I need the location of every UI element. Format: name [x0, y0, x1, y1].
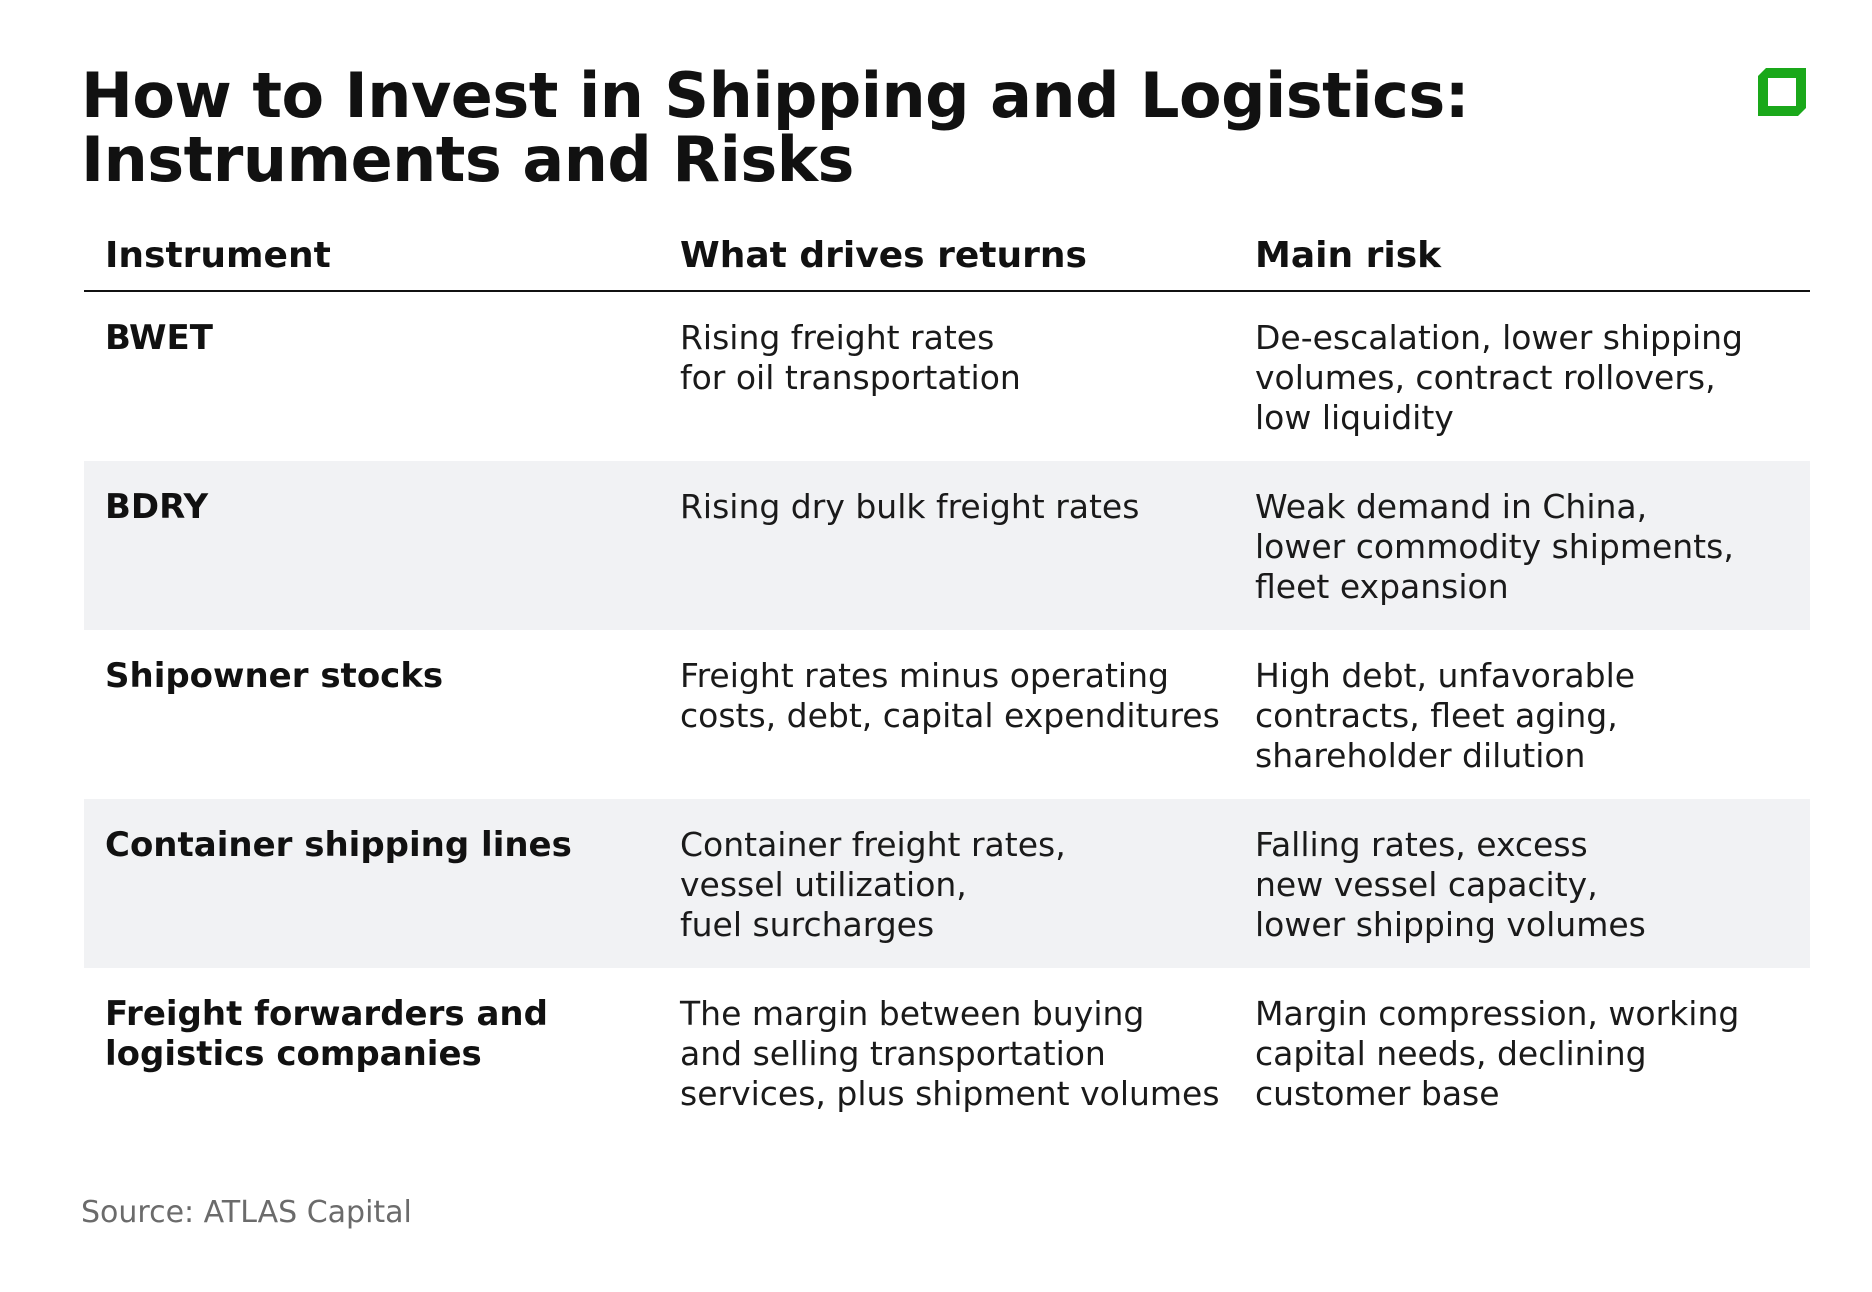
- instrument-cell: BDRY: [105, 487, 209, 527]
- risk-cell: Margin compression, working capital need…: [1255, 994, 1740, 1113]
- table-row: BDRY Rising dry bulk freight rates Weak …: [84, 461, 1810, 630]
- header-instrument: Instrument: [105, 235, 331, 276]
- table-row: Container shipping lines Container freig…: [84, 799, 1810, 968]
- instrument-cell: Freight forwarders and logistics compani…: [105, 994, 548, 1074]
- table-row: Freight forwarders and logistics compani…: [84, 968, 1810, 1137]
- risk-cell: High debt, unfavorable contracts, fleet …: [1255, 656, 1636, 775]
- risk-cell: Falling rates, excess new vessel capacit…: [1255, 825, 1646, 944]
- logo-icon: [1758, 68, 1806, 116]
- drivers-cell: The margin between buying and selling tr…: [680, 994, 1220, 1113]
- table-row: Shipowner stocks Freight rates minus ope…: [84, 630, 1810, 799]
- instruments-table: Instrument What drives returns Main risk…: [84, 222, 1810, 1137]
- risk-cell: De-escalation, lower shipping volumes, c…: [1255, 318, 1743, 437]
- drivers-cell: Rising freight rates for oil transportat…: [680, 318, 1021, 397]
- header-drivers: What drives returns: [680, 235, 1087, 276]
- drivers-cell: Rising dry bulk freight rates: [680, 487, 1140, 526]
- instrument-cell: Shipowner stocks: [105, 656, 444, 696]
- instrument-cell: BWET: [105, 318, 213, 358]
- source-note: Source: ATLAS Capital: [81, 1195, 412, 1230]
- drivers-cell: Freight rates minus operating costs, deb…: [680, 656, 1220, 735]
- table-header: Instrument What drives returns Main risk: [84, 222, 1810, 292]
- risk-cell: Weak demand in China, lower commodity sh…: [1255, 487, 1734, 606]
- page-title: How to Invest in Shipping and Logistics:…: [81, 59, 1470, 196]
- header-risk: Main risk: [1255, 235, 1442, 276]
- table-row: BWET Rising freight rates for oil transp…: [84, 292, 1810, 461]
- drivers-cell: Container freight rates, vessel utilizat…: [680, 825, 1066, 944]
- instrument-cell: Container shipping lines: [105, 825, 572, 865]
